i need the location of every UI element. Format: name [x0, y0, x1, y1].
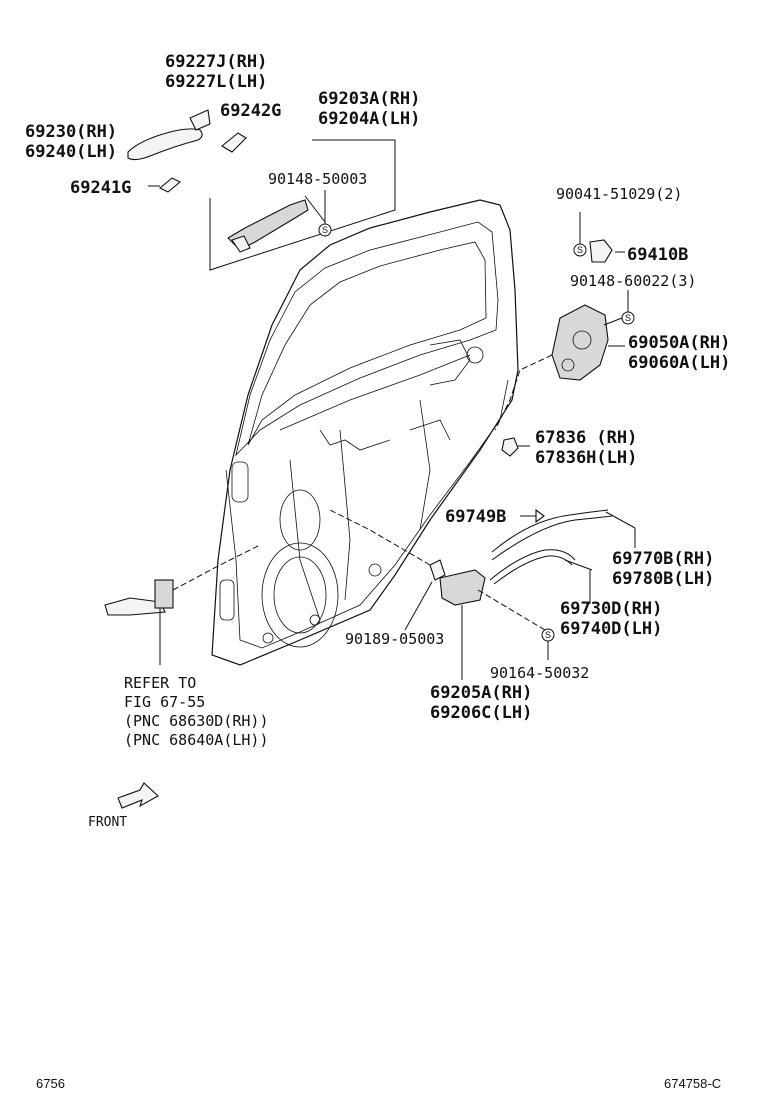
- label-lock-bolt: 90148-60022(3): [570, 272, 696, 290]
- label-frame-screw: 90148-50003: [268, 170, 367, 188]
- outer-handle-part: [127, 128, 203, 161]
- label-striker-cover: 69410B: [627, 245, 688, 265]
- inside-handle-part: S: [329, 509, 555, 680]
- cable-clip-part: [520, 508, 545, 524]
- pad-part: [221, 132, 247, 153]
- label-cable1: 69770B(RH)69780B(LH): [612, 549, 714, 589]
- label-inside-handle: 69205A(RH)69206C(LH): [430, 683, 532, 723]
- clip-part: [501, 437, 519, 457]
- front-arrow: FRONT: [88, 782, 159, 830]
- front-label: FRONT: [88, 815, 127, 830]
- label-pad: 69242G: [220, 101, 281, 121]
- cables: [489, 509, 636, 604]
- label-frame: 69203A(RH)69204A(LH): [318, 89, 420, 129]
- label-lock-screw: 90041-51029(2): [556, 185, 682, 203]
- label-cable-clip: 69749B: [445, 507, 506, 527]
- rear-door-panel: [211, 199, 519, 666]
- label-bushing: 90189-05003: [345, 630, 444, 648]
- svg-text:S: S: [322, 225, 328, 235]
- footer-right: 674758-C: [664, 1076, 721, 1091]
- handle-cap-part: [189, 109, 211, 131]
- part-labels: 69227J(RH)69227L(LH) 69242G 69203A(RH)69…: [25, 52, 730, 749]
- label-cable2: 69730D(RH)69740D(LH): [560, 599, 662, 639]
- door-check-part: [104, 544, 261, 665]
- frame-bracket-group: S: [209, 139, 396, 271]
- label-inside-screw: 90164-50032: [490, 664, 589, 682]
- svg-text:S: S: [545, 630, 551, 640]
- label-outer-handle-cover: 69227J(RH)69227L(LH): [165, 52, 267, 92]
- label-gasket: 69241G: [70, 178, 131, 198]
- svg-text:S: S: [625, 313, 631, 323]
- lock-assembly: S S: [494, 212, 635, 431]
- label-lock: 69050A(RH)69060A(LH): [628, 333, 730, 373]
- footer-left: 6756: [36, 1076, 65, 1091]
- label-handle: 69230(RH)69240(LH): [25, 122, 117, 162]
- gasket-part: [159, 177, 181, 193]
- svg-text:S: S: [577, 245, 583, 255]
- label-clip: 67836 (RH)67836H(LH): [535, 428, 637, 468]
